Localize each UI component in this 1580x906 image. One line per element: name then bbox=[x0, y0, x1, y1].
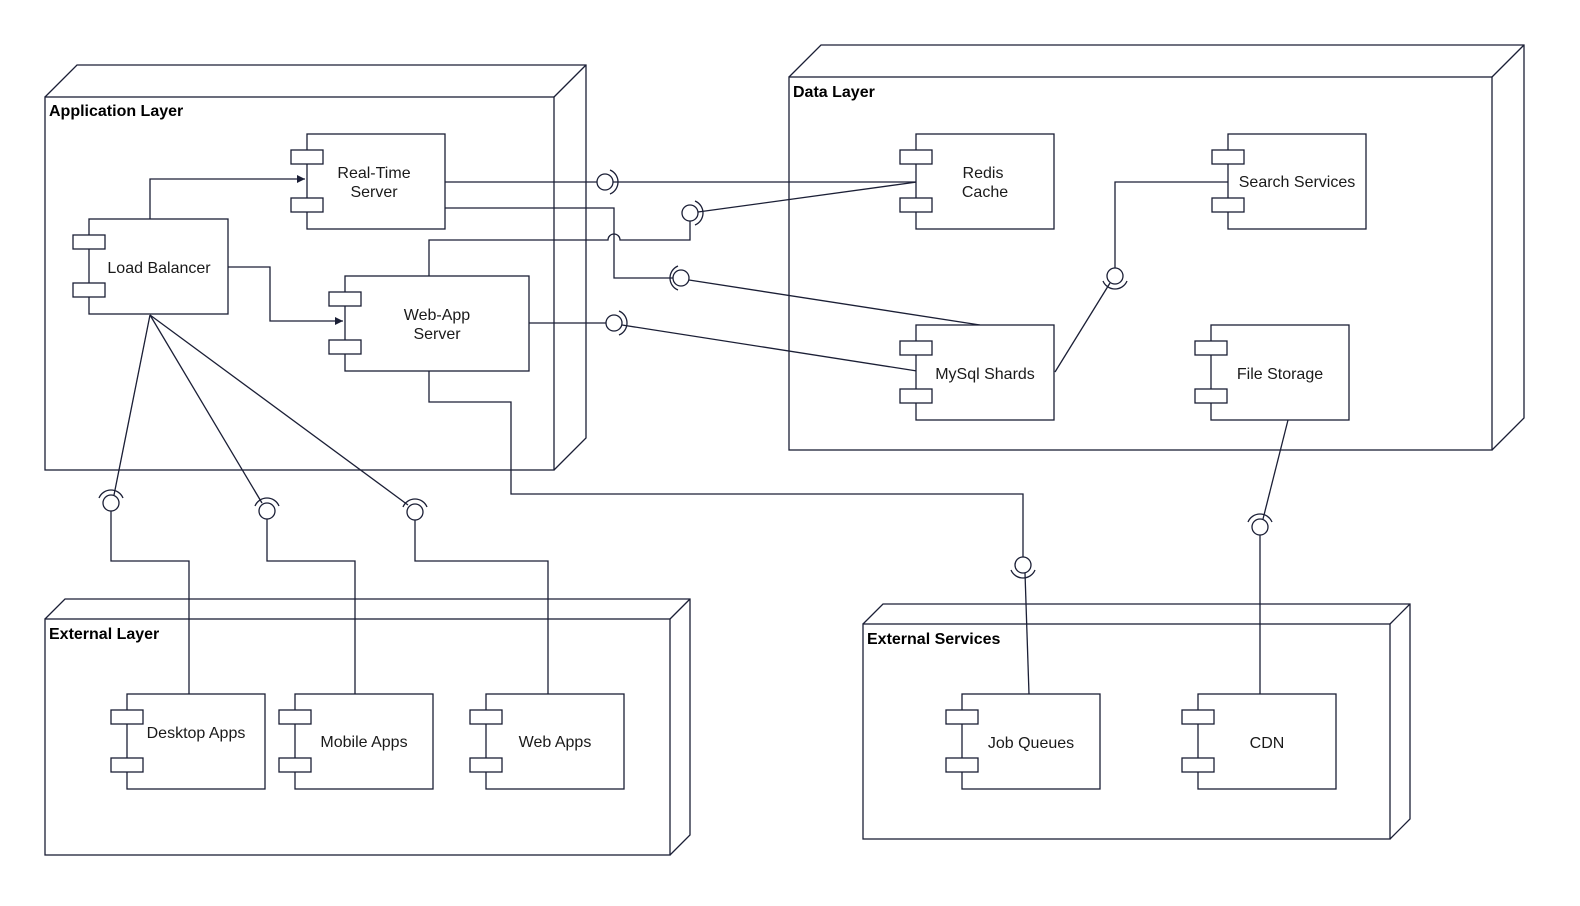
lb-to-webapps-connector bbox=[149, 314, 409, 506]
component-label: Redis bbox=[963, 165, 1004, 182]
component-label: Mobile Apps bbox=[320, 734, 407, 751]
component-label: Real-Time bbox=[337, 165, 410, 182]
component-web-app-server[interactable]: Web-App Server bbox=[328, 275, 530, 372]
component-icon bbox=[290, 149, 324, 165]
webapp-to-redis-connector bbox=[428, 221, 691, 276]
lb-to-realtime-connector bbox=[149, 175, 305, 219]
component-label: CDN bbox=[1250, 735, 1285, 752]
component-label: File Storage bbox=[1237, 366, 1323, 383]
socket-icon bbox=[1102, 267, 1128, 290]
component-real-time-server[interactable]: Real-Time Server bbox=[290, 133, 446, 230]
interface-sockets bbox=[98, 169, 1273, 579]
socket-icon bbox=[98, 489, 124, 512]
component-icon bbox=[278, 709, 312, 725]
component-load-balancer[interactable]: Load Balancer bbox=[72, 218, 229, 315]
node-data-layer: Data Layer bbox=[788, 44, 1525, 451]
component-label: Server bbox=[413, 326, 461, 343]
component-label: MySql Shards bbox=[935, 366, 1035, 383]
node-title: External Layer bbox=[49, 626, 159, 643]
component-job-queues[interactable]: Job Queues bbox=[945, 693, 1101, 790]
component-icon bbox=[110, 709, 144, 725]
component-label: Server bbox=[350, 184, 398, 201]
component-icon bbox=[328, 291, 362, 307]
component-label: Web Apps bbox=[519, 734, 592, 751]
component-mysql-shards[interactable]: MySql Shards bbox=[899, 324, 1055, 421]
component-file-storage[interactable]: File Storage bbox=[1194, 324, 1350, 421]
component-label: Search Services bbox=[1239, 174, 1356, 191]
component-icon bbox=[899, 149, 933, 165]
component-icon bbox=[469, 709, 503, 725]
filestorage-to-cdn-connector bbox=[1262, 419, 1289, 520]
realtime-to-mysql-connector bbox=[445, 207, 673, 279]
component-icon bbox=[899, 340, 933, 356]
component-icon bbox=[1211, 149, 1245, 165]
component-icon bbox=[1194, 340, 1228, 356]
component-search-services[interactable]: Search Services bbox=[1211, 133, 1367, 230]
component-label: Cache bbox=[962, 184, 1008, 201]
connectors bbox=[110, 175, 1289, 695]
component-mobile-apps[interactable]: Mobile Apps bbox=[278, 693, 434, 790]
component-icon bbox=[1181, 709, 1215, 725]
component-web-apps[interactable]: Web Apps bbox=[469, 693, 625, 790]
node-title: Application Layer bbox=[49, 103, 183, 120]
socket-icon bbox=[681, 200, 704, 226]
search-to-mysql-connector bbox=[1114, 181, 1228, 268]
socket-icon bbox=[402, 498, 428, 521]
socket-icon bbox=[254, 497, 280, 520]
component-label: Web-App bbox=[404, 307, 471, 324]
socket-icon bbox=[669, 265, 690, 291]
component-icon bbox=[72, 234, 106, 250]
socket-icon bbox=[1247, 513, 1273, 536]
node-external-layer: External Layer bbox=[44, 598, 691, 856]
lb-to-mobile-connector bbox=[149, 314, 263, 504]
component-icon bbox=[945, 709, 979, 725]
node-application-layer: Application Layer bbox=[44, 64, 587, 471]
node-title: Data Layer bbox=[793, 84, 875, 101]
lb-to-desktop-connector bbox=[113, 314, 151, 496]
socket-icon bbox=[605, 310, 628, 336]
socket-icon bbox=[1010, 556, 1036, 579]
lb-to-webapp-connector bbox=[228, 266, 343, 325]
component-redis-cache[interactable]: Redis Cache bbox=[899, 133, 1055, 230]
component-cdn[interactable]: CDN bbox=[1181, 693, 1337, 790]
component-label: Desktop Apps bbox=[147, 725, 246, 742]
socket-icon bbox=[596, 169, 619, 195]
component-desktop-apps[interactable]: Desktop Apps bbox=[110, 693, 266, 790]
component-label: Job Queues bbox=[988, 735, 1074, 752]
webapp-to-jobqueues-connector bbox=[428, 371, 1024, 557]
node-external-services: External Services bbox=[862, 603, 1411, 840]
component-label: Load Balancer bbox=[107, 260, 211, 277]
node-title: External Services bbox=[867, 631, 1001, 648]
